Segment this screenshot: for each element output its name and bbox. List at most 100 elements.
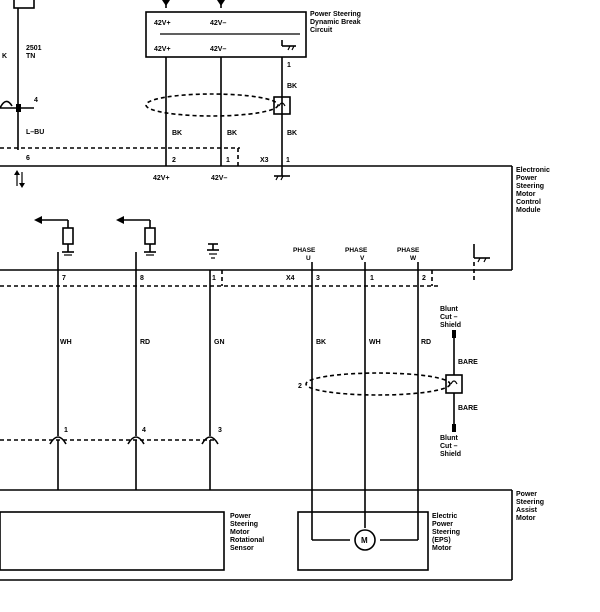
assist-name-line-2: Steering bbox=[516, 499, 544, 506]
sensor-name-line-4: Rotational bbox=[230, 537, 264, 544]
internal-resistor-1 bbox=[34, 216, 74, 270]
control-module-lower-connector: 7 8 1 X4 3 1 2 bbox=[0, 270, 438, 287]
shield-bottom-line-3: Shield bbox=[440, 451, 461, 458]
sensor-conn-pin-1: 1 bbox=[64, 427, 68, 434]
pin-4-label: 4 bbox=[34, 97, 38, 104]
upper-pin-2: 2 bbox=[172, 157, 176, 164]
sensor-name-line-5: Sensor bbox=[230, 545, 254, 552]
module-name-line-2: Power bbox=[516, 175, 537, 182]
motor-name-line-5: Motor bbox=[432, 545, 452, 552]
motor-name-line-2: Power bbox=[432, 521, 453, 528]
shield-left-mark: 2 bbox=[298, 383, 302, 390]
shield-bare-1: BARE bbox=[458, 359, 478, 366]
shield-bare-2: BARE bbox=[458, 405, 478, 412]
wire-color-rd: RD bbox=[140, 339, 150, 346]
control-module-upper-connector: 2 1 X3 1 42V+ 42V– bbox=[0, 147, 512, 182]
phase-u-top: PHASE bbox=[293, 247, 316, 254]
wire-color-phase-wh: WH bbox=[369, 339, 381, 346]
wire-color-wh: WH bbox=[60, 339, 72, 346]
assist-name-line-4: Motor bbox=[516, 515, 536, 522]
lower-conn-x4: X4 bbox=[286, 275, 295, 282]
module-name-line-3: Steering bbox=[516, 183, 544, 190]
module-name-line-5: Control bbox=[516, 199, 541, 206]
internal-ground-icon bbox=[207, 243, 219, 259]
lower-pin-8: 8 bbox=[140, 275, 144, 282]
brake-terminal-42v-minus: 42V– bbox=[210, 46, 226, 53]
shield-bottom-line-2: Cut – bbox=[440, 443, 458, 450]
module-name-line-4: Motor bbox=[516, 191, 536, 198]
sensor-name-line-3: Motor bbox=[230, 529, 250, 536]
shield-top-line-2: Cut – bbox=[440, 314, 458, 321]
brake-wires: 1 BK BK BK BK bbox=[145, 57, 297, 166]
module-name-line-1: Electronic bbox=[516, 167, 550, 174]
data-bus-arrows-icon bbox=[14, 170, 25, 188]
module-ground-icon bbox=[274, 166, 290, 181]
sensor-name-line-2: Steering bbox=[230, 521, 258, 528]
lower-pin-1: 1 bbox=[212, 275, 216, 282]
upper-conn-x3: X3 bbox=[260, 157, 269, 164]
motor-symbol-icon bbox=[354, 529, 376, 551]
brake-name-line-1: Power Steering bbox=[310, 11, 361, 18]
wire-color-lbu: L–BU bbox=[26, 129, 44, 136]
internal-resistor-2 bbox=[116, 216, 156, 270]
wire-color-bk-3: BK bbox=[287, 130, 297, 137]
module-name-line-6: Module bbox=[516, 207, 541, 214]
wire-color-tn: TN bbox=[26, 53, 35, 60]
wire-color-bk-shield: BK bbox=[287, 83, 297, 90]
motor-symbol-label: M bbox=[361, 536, 368, 545]
shield-top-line-3: Shield bbox=[440, 322, 461, 329]
phase-u-label: U bbox=[306, 255, 311, 262]
dynamic-brake-circuit: 42V+ 42V– 42V+ 42V– Power Steering Dynam… bbox=[145, 0, 361, 58]
phase-w-top: PHASE bbox=[397, 247, 420, 254]
eps-motor-box bbox=[297, 511, 429, 571]
lower-pin-1b: 1 bbox=[370, 275, 374, 282]
phase-w-label: W bbox=[410, 255, 417, 262]
shield-ellipse-lower bbox=[305, 372, 451, 396]
shield-pin-1-label: 1 bbox=[287, 62, 291, 69]
brake-terminal-42v-minus-top: 42V– bbox=[210, 20, 226, 27]
sensor-wires: WH RD GN 1 4 3 bbox=[0, 270, 225, 490]
splice-hook bbox=[0, 100, 13, 109]
module-term-42v-plus: 42V+ bbox=[153, 175, 170, 182]
lower-pin-2: 2 bbox=[422, 275, 426, 282]
sensor-conn-pin-4: 4 bbox=[142, 427, 146, 434]
wire-color-phase-rd: RD bbox=[421, 339, 431, 346]
wire-color-gn: GN bbox=[214, 339, 225, 346]
sensor-name-line-1: Power bbox=[230, 513, 251, 520]
wire-color-phase-bk: BK bbox=[316, 339, 326, 346]
brake-name-line-2: Dynamic Break bbox=[310, 19, 361, 26]
brake-terminal-42v-plus: 42V+ bbox=[154, 46, 171, 53]
phase-v-label: V bbox=[360, 255, 365, 262]
sensor-conn-pin-3: 3 bbox=[218, 427, 222, 434]
circuit-number-label: 2501 bbox=[26, 45, 42, 52]
phase-v-top: PHASE bbox=[345, 247, 368, 254]
module-term-42v-minus: 42V– bbox=[211, 175, 227, 182]
motor-name-line-4: (EPS) bbox=[432, 537, 451, 544]
assist-motor-assembly: Power Steering Assist Motor Power Steeri… bbox=[0, 489, 544, 581]
motor-name-line-1: Electric bbox=[432, 513, 457, 520]
brake-name-line-3: Circuit bbox=[310, 27, 333, 34]
lower-pin-3: 3 bbox=[316, 275, 320, 282]
control-module: Electronic Power Steering Motor Control … bbox=[0, 166, 550, 282]
shield-top-line-1: Blunt bbox=[440, 306, 459, 313]
top-left-connector: 2501 TN K 4 L–BU 6 bbox=[0, 0, 44, 188]
upper-pin-1: 1 bbox=[226, 157, 230, 164]
brake-terminal-42v-plus-top: 42V+ bbox=[154, 20, 171, 27]
assist-name-line-3: Assist bbox=[516, 507, 538, 514]
wire-color-bk-2: BK bbox=[227, 130, 237, 137]
motor-name-line-3: Steering bbox=[432, 529, 460, 536]
shield-ellipse-upper bbox=[145, 93, 279, 117]
wire-color-bk-left: K bbox=[2, 53, 7, 60]
rotational-sensor-box bbox=[0, 511, 225, 571]
chassis-ground-icon bbox=[281, 40, 296, 51]
module-lower-ground-icon bbox=[473, 244, 490, 282]
upper-pin-1b: 1 bbox=[286, 157, 290, 164]
assist-name-line-1: Power bbox=[516, 491, 537, 498]
splice-point bbox=[16, 104, 21, 112]
shield-bottom-line-1: Blunt bbox=[440, 435, 459, 442]
wire-color-bk-1: BK bbox=[172, 130, 182, 137]
lower-pin-7: 7 bbox=[62, 275, 66, 282]
phase-wires: BK WH RD 2 BARE BARE Blunt Cut – Shield … bbox=[298, 270, 478, 540]
pin-6-label: 6 bbox=[26, 155, 30, 162]
